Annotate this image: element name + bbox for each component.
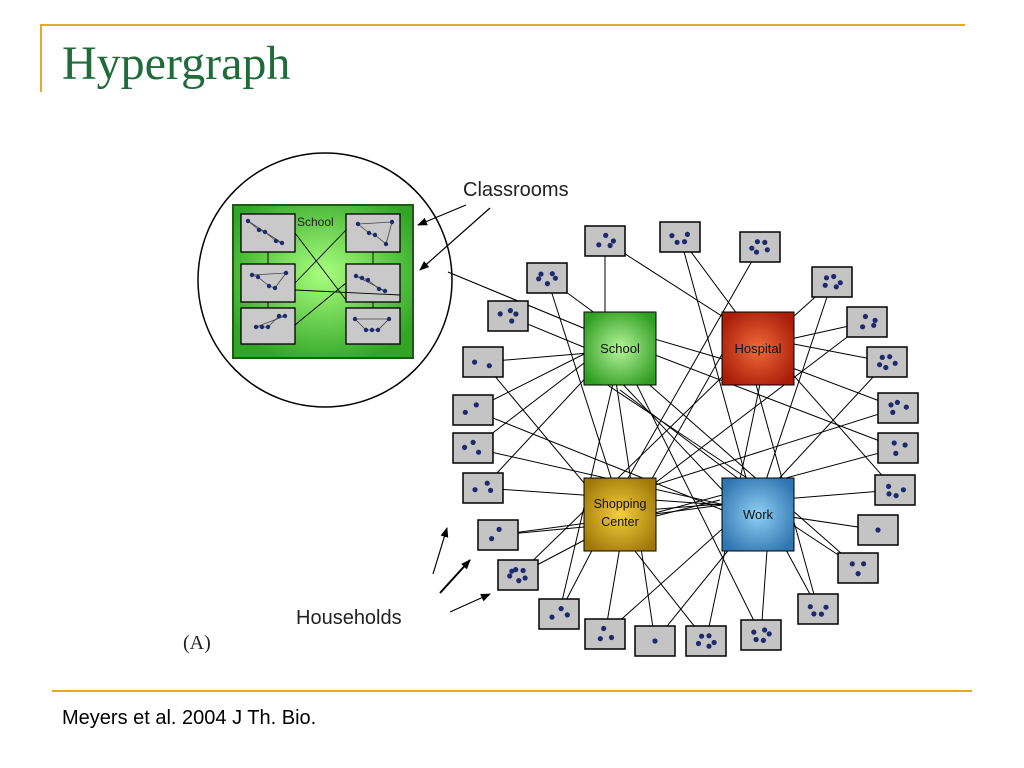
panel-label: (A): [183, 632, 211, 654]
households: [452, 221, 919, 657]
household: [462, 472, 504, 504]
classroom: [240, 213, 296, 253]
classroom: [240, 307, 296, 345]
school-hub-label: School: [600, 341, 640, 356]
citation: Meyers et al. 2004 J Th. Bio.: [62, 707, 317, 729]
hospital-hub-label: Hospital: [735, 341, 782, 356]
edge: [622, 356, 762, 636]
classrooms-label: Classrooms: [463, 179, 569, 201]
hub-hospital: Hospital: [721, 311, 795, 386]
shopping-hub-label-line1: Shopping: [594, 497, 647, 511]
household: [740, 619, 782, 651]
household: [526, 262, 568, 294]
household: [837, 552, 879, 584]
inset-classrooms: [240, 213, 401, 345]
household: [874, 474, 916, 506]
household: [497, 559, 539, 591]
hub-work: Work: [721, 477, 795, 552]
classroom: [240, 263, 296, 303]
school-inset: School: [197, 152, 606, 408]
edge: [619, 389, 741, 481]
classroom: [345, 213, 401, 253]
household: [462, 346, 504, 378]
work-hub-label: Work: [743, 507, 774, 522]
household: [538, 598, 580, 630]
classrooms-arrow-2: [419, 207, 491, 271]
households-arrow-2: [439, 559, 471, 594]
classroom: [345, 307, 401, 345]
edge: [639, 339, 731, 501]
classroom: [345, 263, 401, 303]
classrooms-arrow-1: [417, 204, 467, 226]
household: [877, 392, 919, 424]
household: [584, 618, 626, 650]
households-label: Households: [296, 607, 402, 629]
edge: [610, 407, 899, 500]
household: [811, 266, 853, 298]
shopping-hub-label-line2: Center: [601, 515, 639, 529]
work-hub-box: [721, 477, 795, 552]
household: [866, 346, 908, 378]
household: [877, 432, 919, 464]
hospital-hub-box: [721, 311, 795, 386]
edge: [517, 344, 756, 576]
school-hub-box: [583, 311, 657, 386]
shopping-hub-box: [583, 477, 657, 552]
inset-edges: [267, 229, 401, 326]
bottom-rule: [52, 690, 972, 692]
top-rule: [40, 24, 965, 26]
inset-school-label: School: [297, 215, 334, 229]
side-rule: [40, 24, 42, 92]
hub-shopping-center: Shopping Center: [583, 477, 657, 552]
slide-title: Hypergraph: [62, 37, 291, 90]
household: [584, 225, 626, 257]
household: [452, 432, 494, 464]
household: [857, 514, 899, 546]
household: [685, 625, 727, 657]
household: [739, 231, 781, 263]
household: [797, 593, 839, 625]
household: [846, 306, 888, 338]
households-arrow-3: [449, 593, 491, 613]
household: [487, 300, 529, 332]
hub-school: School: [583, 311, 657, 386]
household: [659, 221, 701, 253]
household: [452, 394, 494, 426]
household: [634, 625, 676, 657]
edge: [614, 246, 761, 502]
household: [477, 519, 519, 551]
households-arrow-1: [432, 527, 449, 575]
edge: [610, 350, 859, 569]
edge: [628, 344, 899, 449]
edge: [546, 277, 623, 513]
